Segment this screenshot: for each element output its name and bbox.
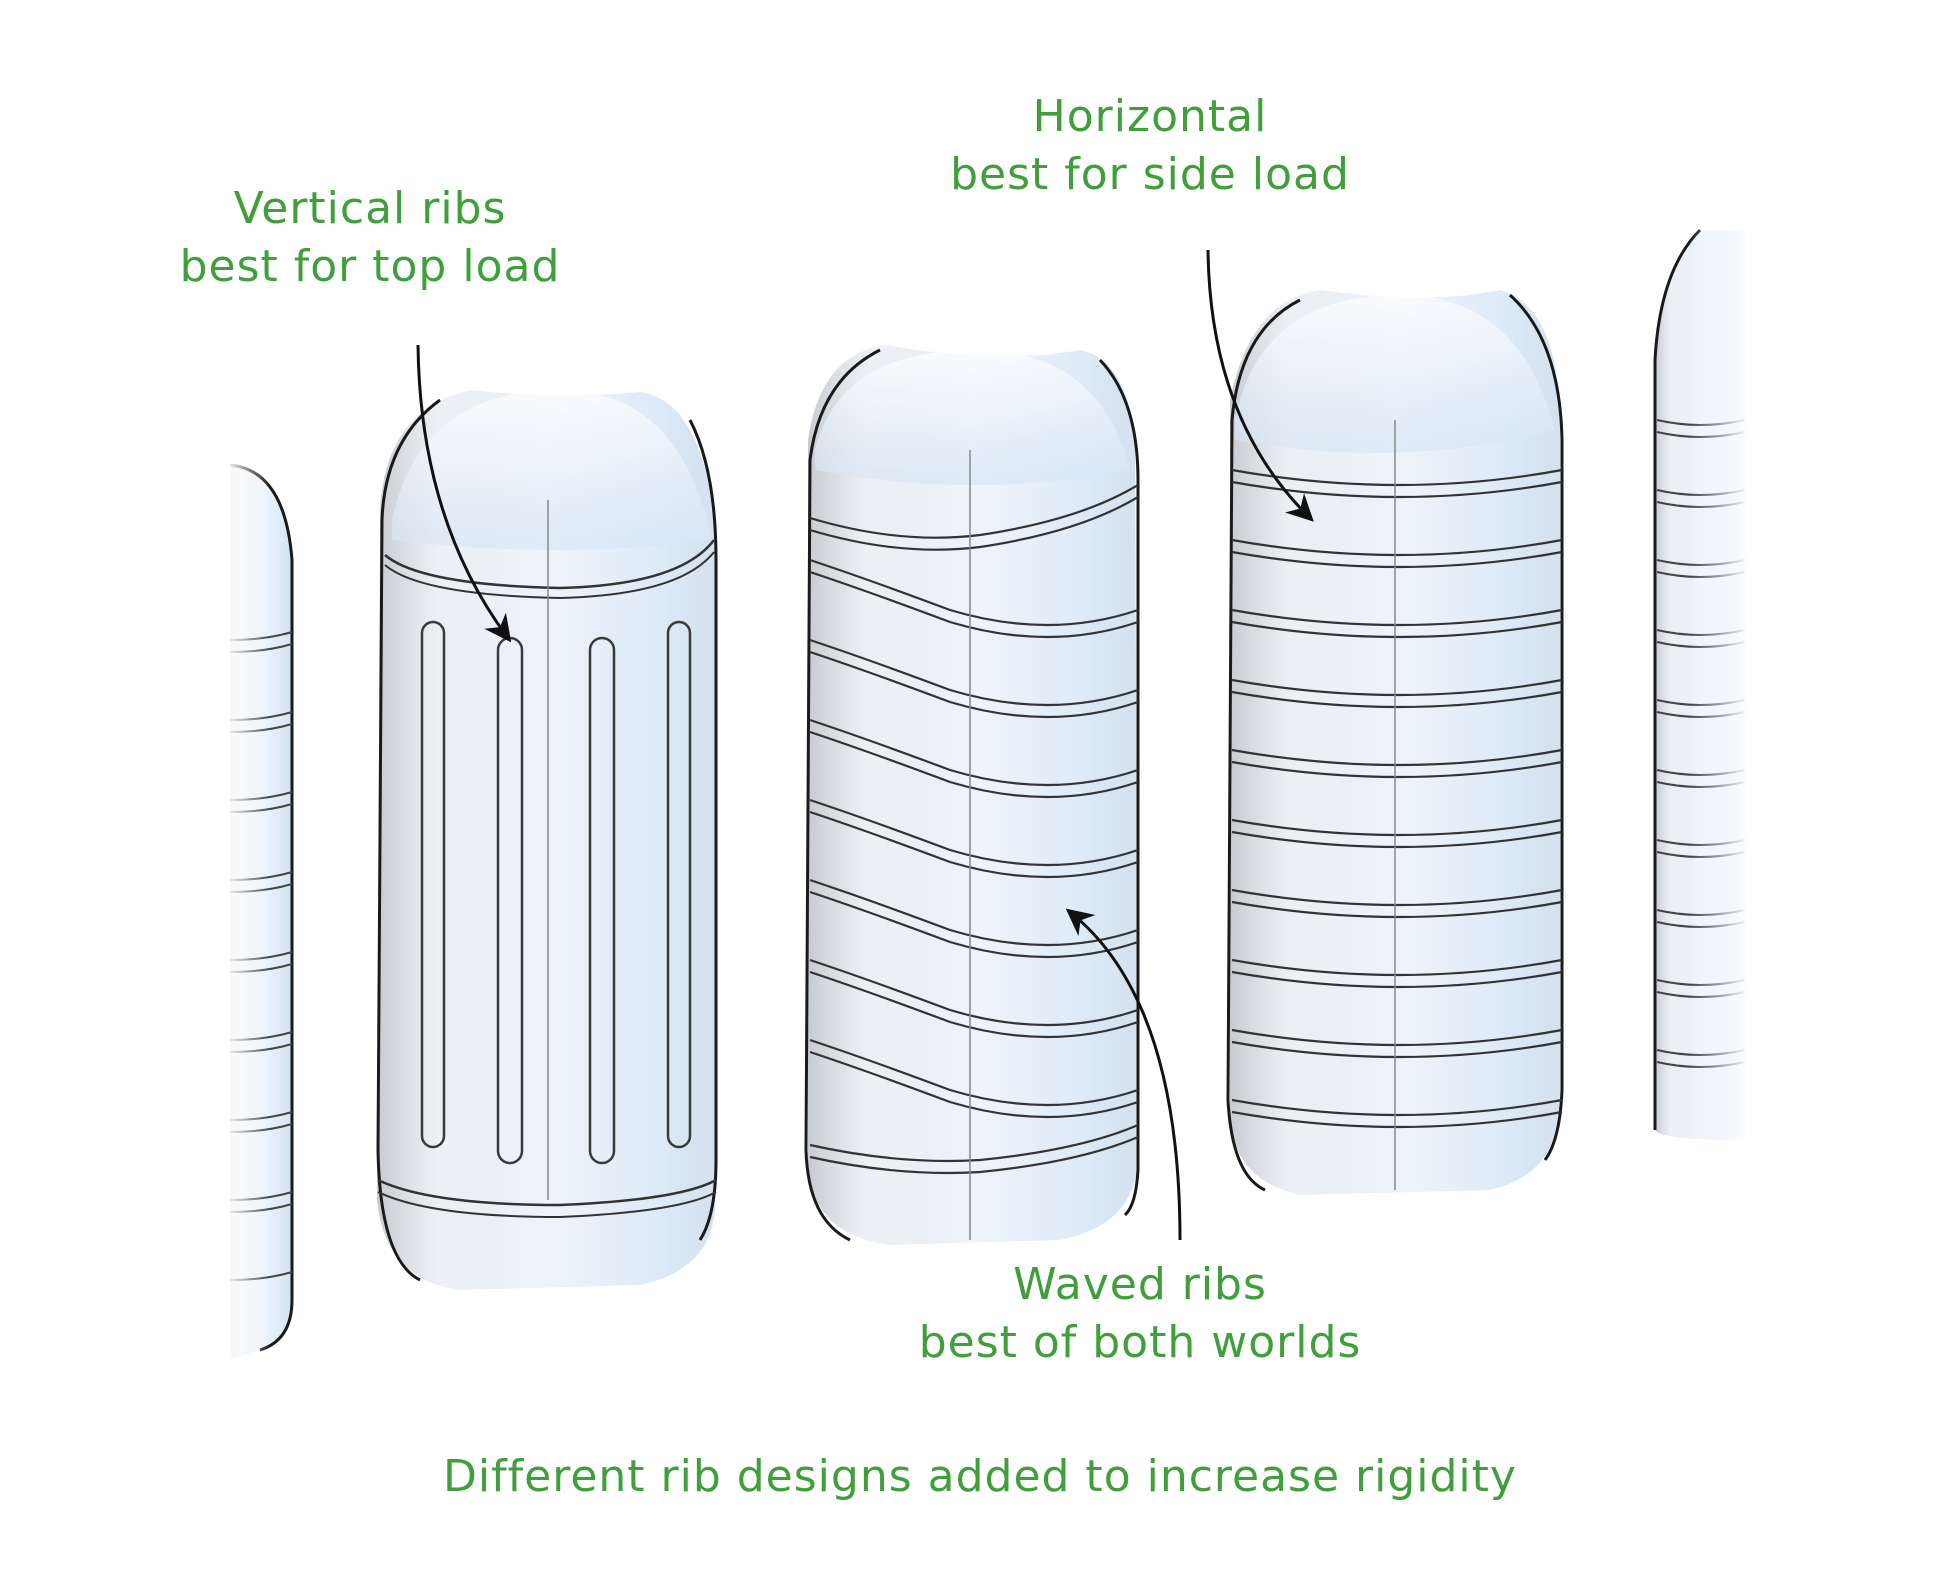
label-waved-ribs-title: Waved ribs: [1013, 1259, 1267, 1310]
bottle-waved-ribs: [804, 345, 1140, 1245]
figure-caption: Different rib designs added to increase …: [443, 1451, 1517, 1502]
arrow-horizontal-ribs: [1206, 249, 1314, 522]
label-horizontal-ribs-title: Horizontal: [1032, 91, 1268, 142]
label-horizontal-ribs-note: best for side load: [950, 149, 1350, 200]
arrow-vertical-ribs: [416, 344, 512, 643]
bottle-vertical-ribs: [376, 390, 718, 1290]
bottle-horizontal-ribs: [1226, 290, 1564, 1195]
label-horizontal-ribs: Horizontal best for side load: [930, 88, 1370, 204]
partial-bottle-right: [1653, 220, 1750, 1150]
arrow-waved-ribs: [1065, 908, 1182, 1241]
label-vertical-ribs: Vertical ribs best for top load: [160, 180, 580, 296]
partial-bottle-left: [225, 450, 294, 1380]
label-waved-ribs: Waved ribs best of both worlds: [900, 1256, 1380, 1372]
label-waved-ribs-note: best of both worlds: [918, 1317, 1362, 1368]
label-vertical-ribs-note: best for top load: [179, 241, 561, 292]
label-vertical-ribs-title: Vertical ribs: [233, 183, 507, 234]
